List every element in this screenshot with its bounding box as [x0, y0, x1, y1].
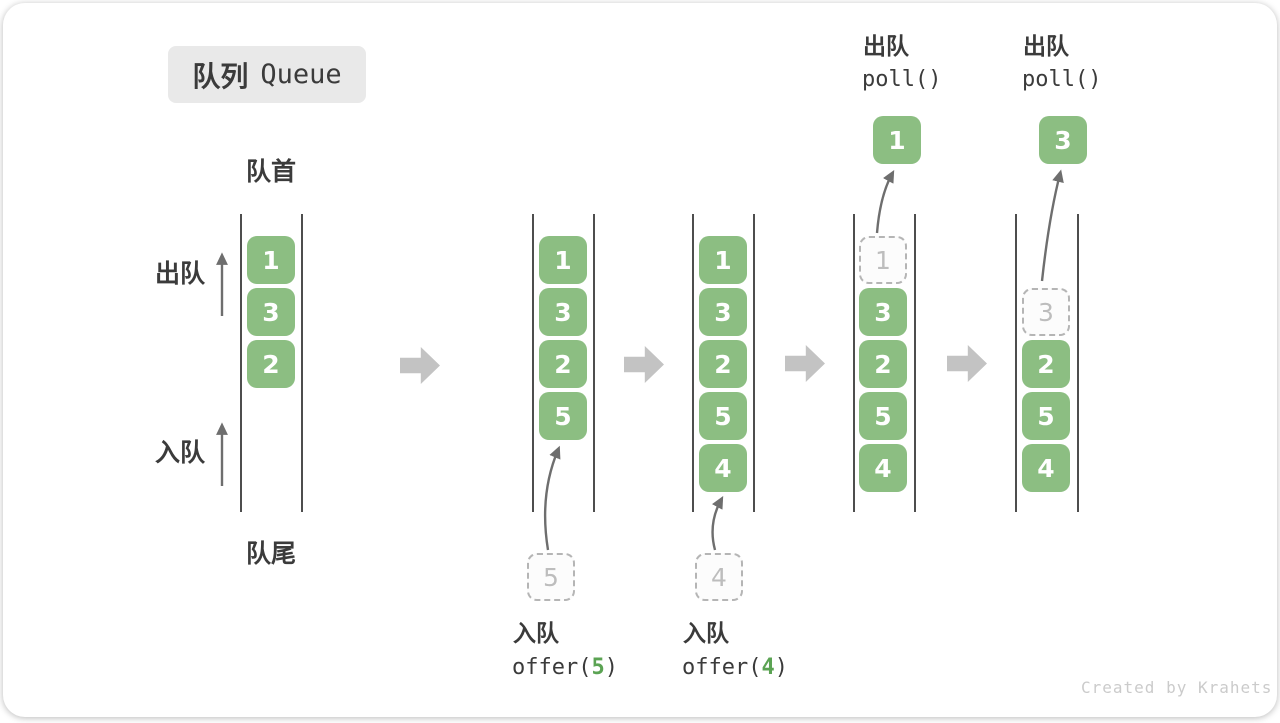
dequeued-value-box: 1	[873, 116, 921, 164]
label-dequeue: 出队	[155, 260, 206, 288]
queue-cell: 2	[539, 340, 587, 388]
step-arrow-icon	[400, 347, 440, 384]
queue-wall-left	[853, 214, 855, 512]
code-text: offer(	[682, 655, 762, 680]
step-arrow-icon	[785, 345, 825, 382]
op-enqueue-5-label: 入队	[513, 620, 559, 646]
queue-cell: 1	[539, 236, 587, 284]
queue-cell-removed: 3	[1022, 288, 1070, 336]
queue-wall-right	[753, 214, 755, 512]
enqueue-4-arrow-icon	[711, 495, 724, 551]
queue-wall-right	[1077, 214, 1079, 512]
queue-cell: 1	[247, 236, 295, 284]
queue-cell: 2	[1022, 340, 1070, 388]
queue-cell: 4	[859, 444, 907, 492]
queue-cell: 3	[699, 288, 747, 336]
op-enqueue-4-label: 入队	[683, 620, 729, 646]
queue-wall-left	[692, 214, 694, 512]
op-dequeue-1-code: poll()	[862, 67, 942, 92]
queue-cell: 4	[1022, 444, 1070, 492]
queue-cell-removed: 1	[859, 236, 907, 284]
queue-wall-left	[1015, 214, 1017, 512]
queue-wall-right	[593, 214, 595, 512]
label-queue-rear: 队尾	[245, 540, 296, 568]
incoming-value-box: 5	[527, 553, 575, 601]
diagram-canvas: 队列 Queue 队首 队尾 出队 入队 1 3 2 1 3 2 5 5 1 3…	[3, 3, 1277, 717]
queue-cell: 5	[699, 392, 747, 440]
op-dequeue-1-label: 出队	[863, 33, 909, 59]
op-enqueue-4-code: offer(4)	[682, 655, 788, 680]
dequeue-1-arrow-icon	[875, 169, 895, 234]
queue-cell: 3	[859, 288, 907, 336]
queue-cell: 5	[1022, 392, 1070, 440]
queue-cell: 2	[247, 340, 295, 388]
queue-cell: 2	[859, 340, 907, 388]
queue-wall-right	[914, 214, 916, 512]
title-zh: 队列	[192, 60, 249, 92]
queue-cell: 3	[247, 288, 295, 336]
dequeued-value-box: 3	[1039, 116, 1087, 164]
code-arg: 4	[761, 655, 775, 680]
step-arrow-icon	[947, 345, 987, 382]
queue-cell: 5	[859, 392, 907, 440]
op-dequeue-3-code: poll()	[1022, 67, 1102, 92]
code-text: offer(	[512, 655, 592, 680]
incoming-value-box: 4	[695, 553, 743, 601]
code-arg: 5	[591, 655, 605, 680]
queue-wall-left	[532, 214, 534, 512]
code-text: )	[604, 655, 618, 680]
label-queue-front: 队首	[245, 158, 296, 186]
step-arrow-icon	[624, 346, 664, 383]
queue-cell: 5	[539, 392, 587, 440]
enqueue-5-arrow-icon	[543, 445, 561, 551]
queue-cell: 1	[699, 236, 747, 284]
queue-wall-left	[240, 214, 242, 512]
queue-cell: 4	[699, 444, 747, 492]
dequeue-3-arrow-icon	[1040, 169, 1064, 282]
watermark: Created by Krahets	[1081, 678, 1273, 697]
code-text: )	[774, 655, 788, 680]
queue-cell: 3	[539, 288, 587, 336]
queue-cell: 2	[699, 340, 747, 388]
queue-wall-right	[301, 214, 303, 512]
label-enqueue: 入队	[155, 439, 206, 467]
title-badge: 队列 Queue	[168, 46, 366, 103]
op-dequeue-3-label: 出队	[1023, 33, 1069, 59]
op-enqueue-5-code: offer(5)	[512, 655, 618, 680]
title-en: Queue	[260, 59, 342, 90]
